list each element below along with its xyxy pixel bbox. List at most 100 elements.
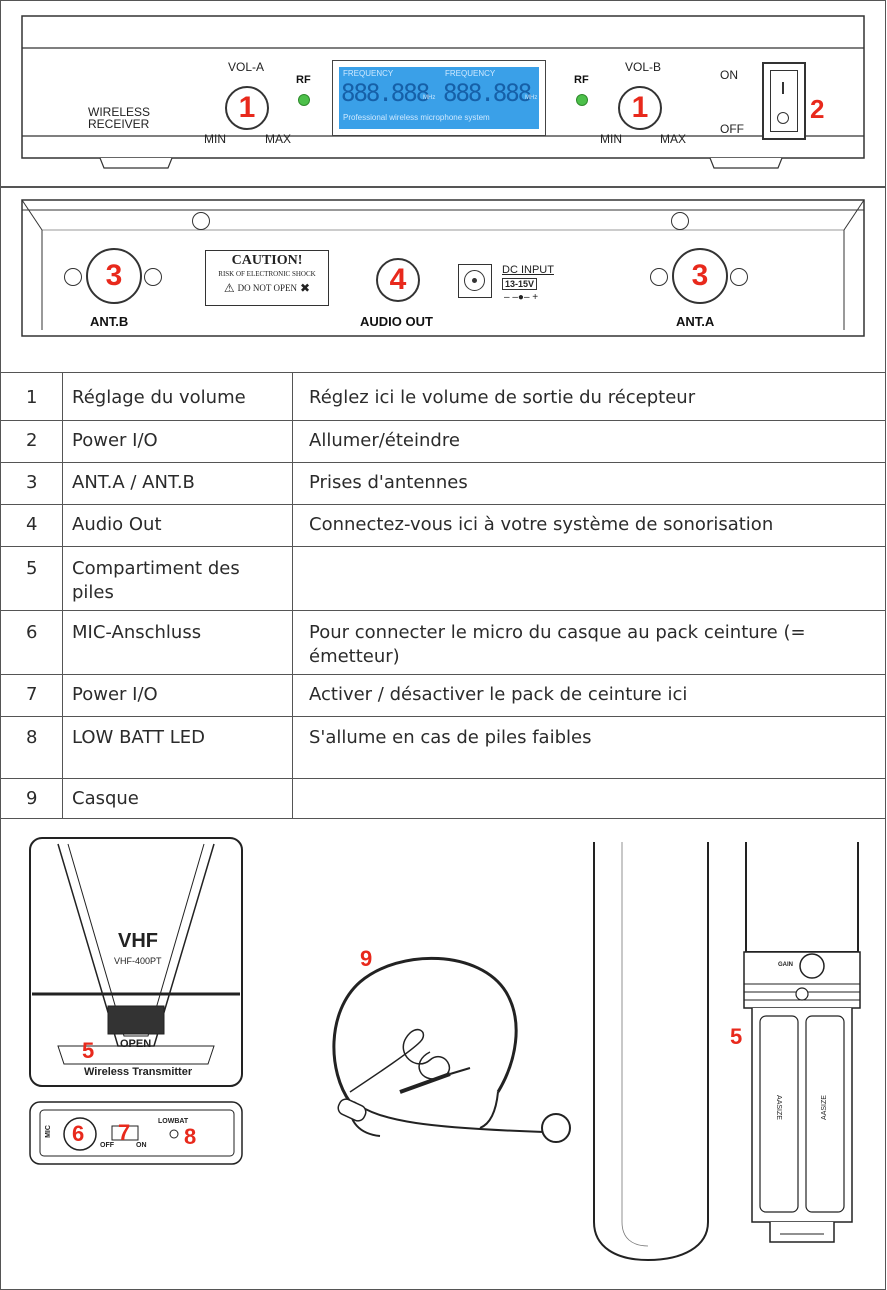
- handheld-mic-drawing: [593, 842, 709, 1262]
- callout-3: 3: [691, 259, 709, 292]
- section-divider: [0, 186, 886, 188]
- callout-4: 4: [389, 263, 407, 296]
- callout-7: 7: [118, 1120, 131, 1145]
- receiver-front-panel: WIRELESS RECEIVER VOL-A 1 MIN MAX RF FRE…: [20, 12, 866, 182]
- row-description: Prises d'antennes: [309, 472, 468, 493]
- transmitter-model: VHF-400PT: [114, 956, 162, 966]
- caution-open: DO NOT OPEN: [237, 283, 298, 293]
- receiver-back-panel: 3 ANT.B CAUTION! RISK OF ELECTRONIC SHOC…: [20, 190, 866, 350]
- transmitter-top-view: MIC 6 OFF 7 ON LOWBAT 8: [28, 1100, 246, 1168]
- lowbat-label: LOWBAT: [158, 1118, 189, 1125]
- vol-b-label: VOL-B: [625, 60, 662, 74]
- caution-line: RISK OF ELECTRONIC SHOCK: [218, 270, 316, 278]
- on-label: ON: [136, 1142, 147, 1149]
- row-description: Activer / désactiver le pack de ceinture…: [309, 684, 688, 705]
- lcd-frequency-label-a: FREQUENCY: [343, 69, 394, 78]
- transmitter-name-label: Wireless Transmitter: [84, 1066, 193, 1078]
- warning-icon: ⚠: [223, 281, 235, 295]
- audio-out-jack: 4: [376, 258, 420, 302]
- callout-5: 5: [730, 1024, 743, 1049]
- row-number: 4: [26, 514, 38, 535]
- antenna-a-jack: 3: [672, 248, 728, 304]
- mount-hole: [671, 212, 689, 230]
- dc-input-jack: [458, 264, 492, 298]
- tools-icon: ✖: [300, 281, 311, 295]
- antenna-b-jack: 3: [86, 248, 142, 304]
- transmitter-outline: [29, 837, 243, 1087]
- lcd-display: FREQUENCY FREQUENCY 888.888 MHz 888.888 …: [332, 60, 546, 136]
- callout-3: 3: [105, 259, 123, 292]
- handheld-battery-compartment: GAIN AASIZE AASIZE: [740, 842, 864, 1262]
- mount-hole: [144, 268, 162, 286]
- lcd-frequency-label-b: FREQUENCY: [445, 69, 496, 78]
- rf-b-label: RF: [574, 74, 589, 86]
- bodypack-transmitter: VHF VHF-400PT OPEN 5 Wireless Transmitte…: [28, 836, 244, 1090]
- gain-label: GAIN: [778, 962, 793, 968]
- row-number: 9: [26, 788, 38, 809]
- row-item: Réglage du volume: [72, 387, 246, 408]
- row-item: ANT.A / ANT.B: [72, 472, 195, 493]
- power-switch: [762, 62, 806, 140]
- callout-6: 6: [72, 1121, 85, 1146]
- row-item: Casque: [72, 788, 139, 809]
- row-description: Pour connecter le micro du casque au pac…: [309, 622, 806, 667]
- vol-a-max-label: MAX: [265, 132, 292, 146]
- callout-2: 2: [810, 94, 825, 124]
- power-off-label: OFF: [720, 122, 744, 136]
- row-description: Connectez-vous ici à votre système de so…: [309, 514, 774, 535]
- ant-b-label: ANT.B: [90, 314, 129, 329]
- vol-b-max-label: MAX: [660, 132, 687, 146]
- row-item: LOW BATT LED: [72, 727, 205, 748]
- callout-1: 1: [631, 91, 649, 124]
- headset-illustration: 9: [320, 946, 580, 1148]
- row-number: 2: [26, 430, 38, 451]
- rf-a-label: RF: [296, 74, 311, 86]
- table-col-divider: [292, 372, 293, 818]
- callout-5: 5: [82, 1038, 95, 1063]
- lcd-digits-a: 888.888: [341, 79, 430, 107]
- volume-a-knob: 1: [225, 86, 269, 130]
- table-col-divider: [62, 372, 63, 818]
- lcd-unit-a: MHz: [423, 95, 436, 101]
- row-description: Allumer/éteindre: [309, 430, 460, 451]
- battery-label-left: AASIZE: [774, 1095, 782, 1120]
- vol-a-min-label: MIN: [204, 132, 226, 146]
- caution-label: CAUTION! RISK OF ELECTRONIC SHOCK ⚠ DO N…: [205, 250, 329, 306]
- row-number: 3: [26, 472, 38, 493]
- off-label: OFF: [100, 1142, 114, 1149]
- mount-hole: [730, 268, 748, 286]
- row-number: 6: [26, 622, 38, 643]
- mic-label: MIC: [44, 1125, 52, 1138]
- transmitter-top-outline: [29, 1101, 243, 1165]
- table-top-border: [0, 372, 886, 373]
- dc-voltage-label: 13-15V: [502, 278, 538, 290]
- lcd-digits-b: 888.888: [443, 79, 532, 107]
- lcd-caption: Professional wireless microphone system: [343, 113, 490, 122]
- callout-9: 9: [360, 946, 373, 971]
- row-item: Audio Out: [72, 514, 162, 535]
- rf-b-led: [576, 94, 588, 106]
- row-item: Power I/O: [72, 684, 158, 705]
- ant-a-label: ANT.A: [676, 314, 715, 329]
- vol-b-min-label: MIN: [600, 132, 622, 146]
- battery-label-right: AASIZE: [820, 1095, 828, 1120]
- row-item: Power I/O: [72, 430, 158, 451]
- headset-drawing: [332, 956, 571, 1143]
- row-item: MIC-Anschluss: [72, 622, 202, 643]
- table-bottom-border: [0, 818, 886, 819]
- callout-1: 1: [238, 91, 256, 124]
- row-number: 8: [26, 727, 38, 748]
- mount-hole: [192, 212, 210, 230]
- power-on-label: ON: [720, 68, 738, 82]
- row-description: Réglez ici le volume de sortie du récept…: [309, 387, 696, 408]
- row-number: 5: [26, 558, 38, 579]
- dc-input-label: DC INPUT: [502, 264, 554, 276]
- row-item: Compartiment des piles: [72, 558, 240, 603]
- row-number: 1: [26, 387, 38, 408]
- transmitter-open-label: OPEN: [120, 1038, 152, 1050]
- lcd-unit-b: MHz: [525, 95, 538, 101]
- row-description: S'allume en cas de piles faibles: [309, 727, 592, 748]
- mount-hole: [650, 268, 668, 286]
- mount-hole: [64, 268, 82, 286]
- callout-8: 8: [184, 1124, 197, 1149]
